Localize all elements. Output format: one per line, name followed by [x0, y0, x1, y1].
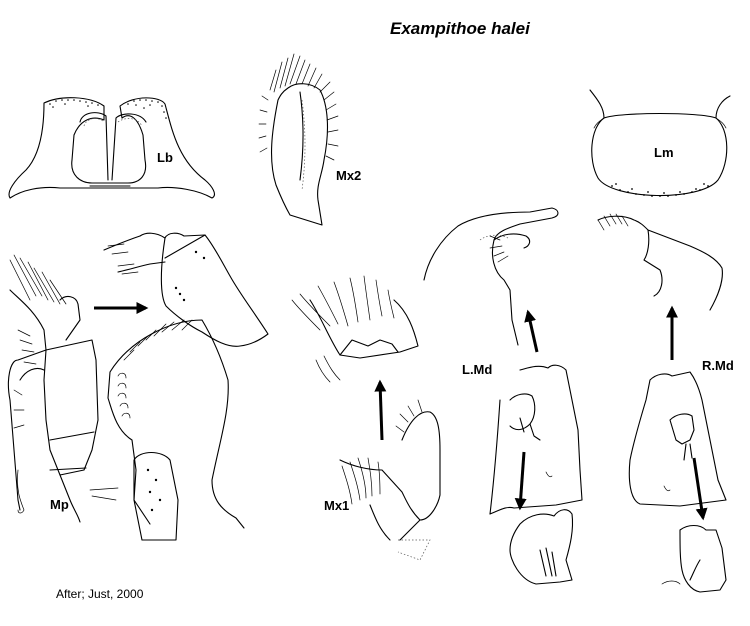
label-lm: Lm [654, 145, 674, 160]
arrow-down-rmd [692, 457, 708, 521]
right-mandible-drawing [597, 213, 723, 311]
label-mx1: Mx1 [324, 498, 350, 513]
species-title: Exampithoe halei [390, 19, 530, 38]
left-mandible-molar-detail [489, 364, 583, 515]
maxilla-1-upper-detail [291, 275, 419, 383]
left-mandible-incisor-detail [509, 509, 574, 585]
right-mandible-molar-detail [628, 371, 727, 507]
maxilliped-lobe-detail [107, 319, 245, 541]
label-lmd: L.Md [462, 362, 493, 377]
arrow-down-lmd [514, 451, 527, 511]
label-mx2: Mx2 [336, 168, 362, 183]
label-mp: Mp [50, 497, 69, 512]
labium-drawing [8, 97, 215, 199]
label-lb: Lb [157, 150, 173, 165]
maxilla-1-lower-detail [339, 399, 441, 561]
maxilliped-palp-detail [103, 232, 269, 347]
labrum-drawing [589, 89, 731, 197]
right-mandible-incisor-detail [661, 524, 727, 593]
maxilliped-drawing [7, 254, 119, 523]
label-rmd: R.Md [702, 358, 734, 373]
source-credit: After; Just, 2000 [56, 587, 144, 601]
left-mandible-drawing [423, 207, 559, 346]
arrow-up-mx1 [374, 379, 387, 441]
maxilla-2-drawing [258, 53, 339, 226]
arrow-up-lmd [524, 309, 539, 353]
